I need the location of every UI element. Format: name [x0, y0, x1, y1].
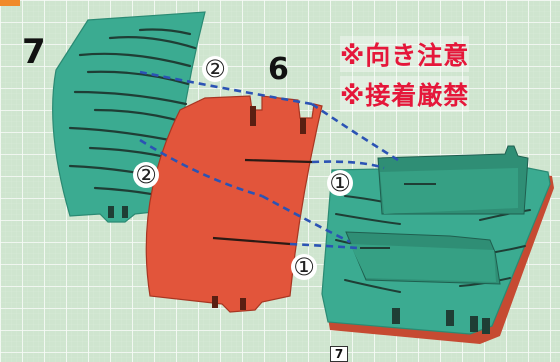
step-1-upper-marker: ①	[327, 170, 353, 196]
part-7-label: 7	[22, 32, 46, 72]
guide-line-1-lower	[289, 242, 359, 250]
corner-tab	[0, 0, 20, 6]
guide-line-top-to-wall	[311, 102, 399, 162]
part-6-label: 6	[268, 52, 289, 87]
guide-line-2-lower	[139, 138, 263, 198]
guide-line-2-upper	[139, 70, 313, 106]
guide-lines	[139, 70, 399, 250]
page-number: 7	[330, 346, 348, 362]
warning-no-glue: ※接着厳禁	[340, 76, 470, 112]
step-1-lower-marker: ①	[291, 254, 317, 280]
guide-line-mid-to-wall	[261, 194, 351, 244]
step-2-upper-marker: ②	[202, 56, 228, 82]
part-6-slot-upper	[244, 158, 313, 164]
assembled-base	[321, 145, 554, 344]
part-7-slits	[68, 28, 197, 200]
warning-orientation: ※向き注意	[340, 36, 470, 72]
step-2-lower-marker: ②	[133, 162, 159, 188]
guide-line-1-upper	[311, 160, 385, 170]
part-6-slot-lower	[212, 236, 291, 246]
